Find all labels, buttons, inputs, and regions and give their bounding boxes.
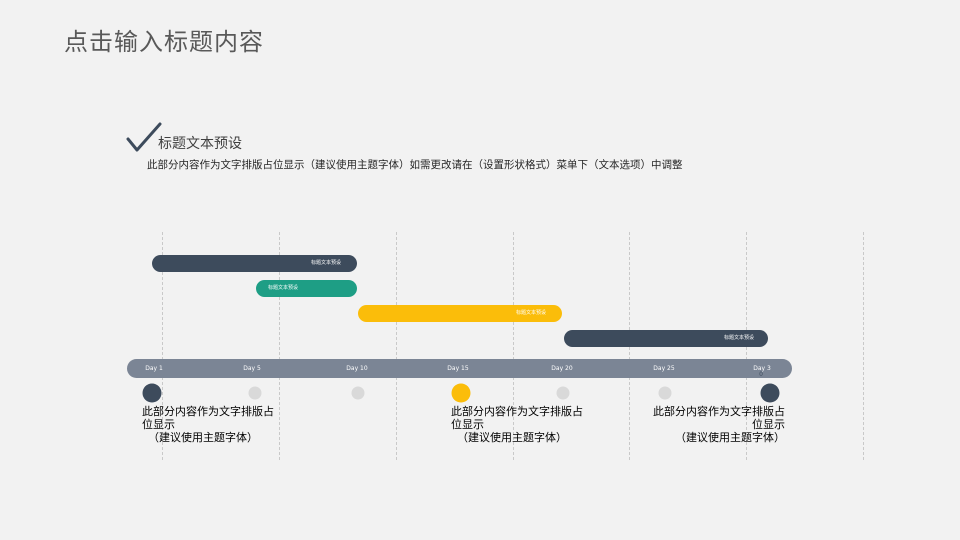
day-label: Day 25 [653, 365, 675, 372]
minor-dot [248, 386, 262, 400]
grid-line [162, 232, 163, 460]
timeline-axis [127, 359, 792, 378]
task-bar-label: 标题文本预设 [310, 260, 341, 266]
milestone-line: （建议使用主题字体） [457, 431, 567, 444]
milestone-line: 此部分内容作为文字排版占 [653, 405, 785, 418]
section-heading: 标题文本预设 [158, 136, 242, 152]
milestone-text: 此部分内容作为文字排版占 位显示 （建议使用主题字体） [653, 405, 785, 444]
day-label-overflow: 0 [759, 371, 763, 378]
milestone-line: 位显示 [142, 418, 175, 431]
milestone-line: （建议使用主题字体） [148, 431, 258, 444]
milestone-dot [142, 383, 162, 403]
day-label: Day 15 [447, 365, 469, 372]
milestone-line: 位显示 [752, 418, 785, 431]
day-label: Day 10 [346, 365, 368, 372]
task-bar-label: 标题文本预设 [515, 310, 546, 316]
day-label: Day 1 [145, 365, 163, 372]
day-label: Day 5 [243, 365, 261, 372]
day-label: Day 20 [551, 365, 573, 372]
grid-line [396, 232, 397, 460]
minor-dot [658, 386, 672, 400]
milestone-dot [451, 383, 471, 403]
task-bar-label: 标题文本预设 [723, 335, 754, 341]
milestone-line: 此部分内容作为文字排版占 [142, 405, 274, 418]
task-bar-label: 标题文本预设 [268, 285, 299, 291]
milestone-line: 位显示 [451, 418, 484, 431]
task-bar: 标题文本预设 [358, 305, 562, 322]
grid-line [513, 232, 514, 460]
task-bar: 标题文本预设 [256, 280, 357, 297]
day-label: Day 3 [753, 365, 771, 372]
milestone-line: 此部分内容作为文字排版占 [451, 405, 583, 418]
minor-dot [556, 386, 570, 400]
milestone-line: （建议使用主题字体） [675, 431, 785, 444]
milestone-dot [760, 383, 780, 403]
page-title: 点击输入标题内容 [64, 28, 264, 56]
checkmark-icon [126, 122, 162, 152]
milestone-text: 此部分内容作为文字排版占 位显示 （建议使用主题字体） [142, 405, 274, 444]
grid-line [279, 232, 280, 460]
minor-dot [351, 386, 365, 400]
section-description: 此部分内容作为文字排版占位显示（建议使用主题字体）如需更改请在（设置形状格式）菜… [147, 159, 683, 171]
task-bar: 标题文本预设 [152, 255, 357, 272]
task-bar: 标题文本预设 [564, 330, 768, 347]
grid-line [863, 232, 864, 460]
milestone-text: 此部分内容作为文字排版占 位显示 （建议使用主题字体） [451, 405, 583, 444]
